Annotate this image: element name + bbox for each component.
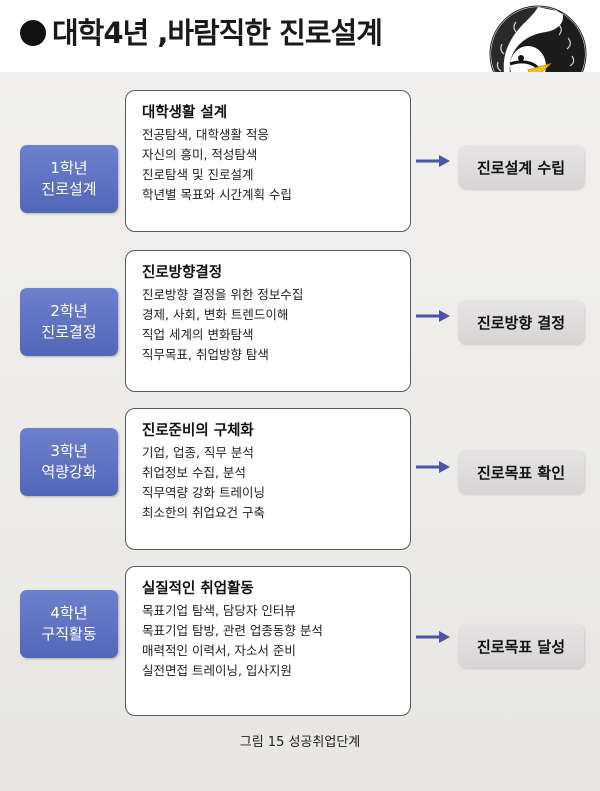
year-badge-line1: 2학년 [50,302,88,320]
step-box-1: 대학생활 설계 전공탐색, 대학생활 적응 자신의 흥미, 적성탐색 진로탐색 … [125,90,411,232]
step-item: 진로탐색 및 진로설계 [142,167,254,182]
year-badge-4: 4학년 구직활동 [20,590,118,658]
year-badge-1: 1학년 진로설계 [20,145,118,213]
figure-caption: 그림 15 성공취업단계 [239,735,361,750]
step-item: 진로방향 결정을 위한 정보수집 [142,287,304,302]
result-label: 진로목표 달성 [476,637,566,656]
right-arrow-icon [416,310,450,322]
step-item: 목표기업 탐방, 관련 업종동향 분석 [142,623,323,638]
result-label: 진로설계 수립 [476,158,566,177]
step-item: 전공탐색, 대학생활 적응 [142,127,269,142]
step-item: 자신의 흥미, 적성탐색 [142,147,258,162]
step-item: 매력적인 이력서, 자소서 준비 [142,643,296,658]
result-box-2: 진로방향 결정 [458,300,584,344]
header-title: 대학4년 ,바람직한 진로설계 [20,10,383,52]
year-badge-3: 3학년 역량강화 [20,428,118,496]
step-item: 목표기업 탐색, 담당자 인터뷰 [142,603,296,618]
result-label: 진로방향 결정 [476,313,566,332]
right-arrow-icon [416,631,450,643]
year-badge-line2: 역량강화 [41,463,97,481]
right-arrow-icon [416,155,450,167]
step-item: 직업 세계의 변화탐색 [142,327,254,342]
step-item: 직무역량 강화 트레이닝 [142,485,265,500]
result-box-3: 진로목표 확인 [458,450,584,494]
page-header: 대학4년 ,바람직한 진로설계 [0,0,600,103]
step-item: 기업, 업종, 직무 분석 [142,445,254,460]
filled-circle-icon [20,20,46,46]
year-badge-2: 2학년 진로결정 [20,288,118,356]
step-item: 실전면접 트레이닝, 입사지원 [142,663,292,678]
step-box-4: 실질적인 취업활동 목표기업 탐색, 담당자 인터뷰 목표기업 탐방, 관련 업… [125,566,411,716]
step-title: 실질적인 취업활동 [142,581,254,597]
result-box-4: 진로목표 달성 [458,624,584,668]
year-badge-line1: 3학년 [50,442,88,460]
year-badge-line2: 진로결정 [41,323,97,341]
year-badge-line2: 구직활동 [41,625,97,643]
header-title-text: 대학4년 ,바람직한 진로설계 [52,16,383,50]
step-box-2: 진로방향결정 진로방향 결정을 위한 정보수집 경제, 사회, 변화 트렌드이해… [125,250,411,392]
right-arrow-icon [416,461,450,473]
step-item: 학년별 목표와 시간계획 수립 [142,187,292,202]
step-item: 최소한의 취업요건 구축 [142,505,265,520]
result-label: 진로목표 확인 [476,463,566,482]
step-title: 진로준비의 구체화 [142,423,254,439]
step-item: 직무목표, 취업방향 탐색 [142,347,269,362]
step-box-3: 진로준비의 구체화 기업, 업종, 직무 분석 취업정보 수집, 분석 직무역량… [125,408,411,550]
step-item: 경제, 사회, 변화 트렌드이해 [142,307,289,322]
year-badge-line2: 진로설계 [41,180,97,198]
step-title: 진로방향결정 [142,265,223,281]
step-item: 취업정보 수집, 분석 [142,465,246,480]
year-badge-line1: 4학년 [50,604,88,622]
step-title: 대학생활 설계 [142,105,228,121]
result-box-1: 진로설계 수립 [458,145,584,189]
year-badge-line1: 1학년 [50,159,88,177]
